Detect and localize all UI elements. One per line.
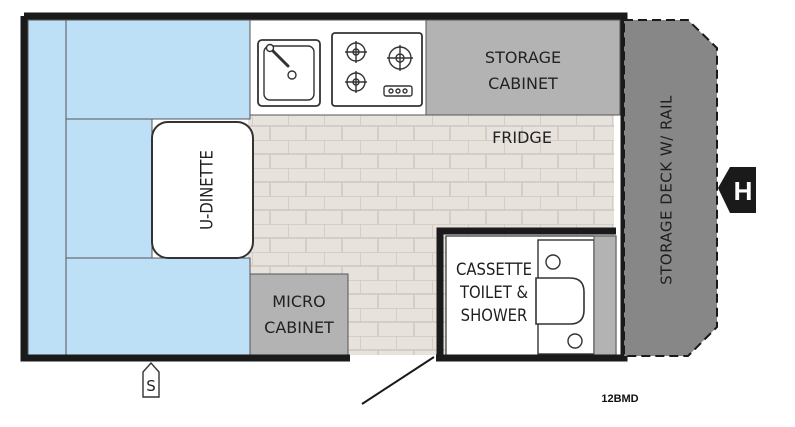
stove-burner-icon [331,32,423,107]
bathroom-wall [436,227,616,355]
spare-tire-label: S [146,377,156,395]
hitch-label: H [734,176,753,206]
storage-cabinet-label-2: CABINET [488,74,558,93]
micro-cabinet [249,273,349,359]
dinette-table [151,121,254,259]
shower-icon [593,235,617,357]
bath-label-3: SHOWER [461,306,528,325]
storage-cabinet [425,19,621,116]
u-dinette-label: U-DINETTE [198,150,217,230]
toilet-icon [535,239,595,355]
micro-cabinet-label-1: MICRO [272,292,325,311]
storage-deck [623,19,718,357]
sink-icon [257,39,321,107]
bath-label-1: CASSETTE [456,260,532,279]
u-dinette-seating [27,19,251,359]
micro-cabinet-label-2: CABINET [264,318,334,337]
fridge-label: FRIDGE [492,128,552,147]
model-label: 12BMD [601,393,638,405]
spare-tire-badge-icon: S [142,361,160,398]
hitch-badge-icon: H [718,167,756,213]
bath-label-2: TOILET & [459,283,529,302]
storage-cabinet-label-1: STORAGE [485,48,561,67]
storage-deck-label: STORAGE DECK W/ RAIL [658,95,676,285]
door-icon [361,356,435,405]
